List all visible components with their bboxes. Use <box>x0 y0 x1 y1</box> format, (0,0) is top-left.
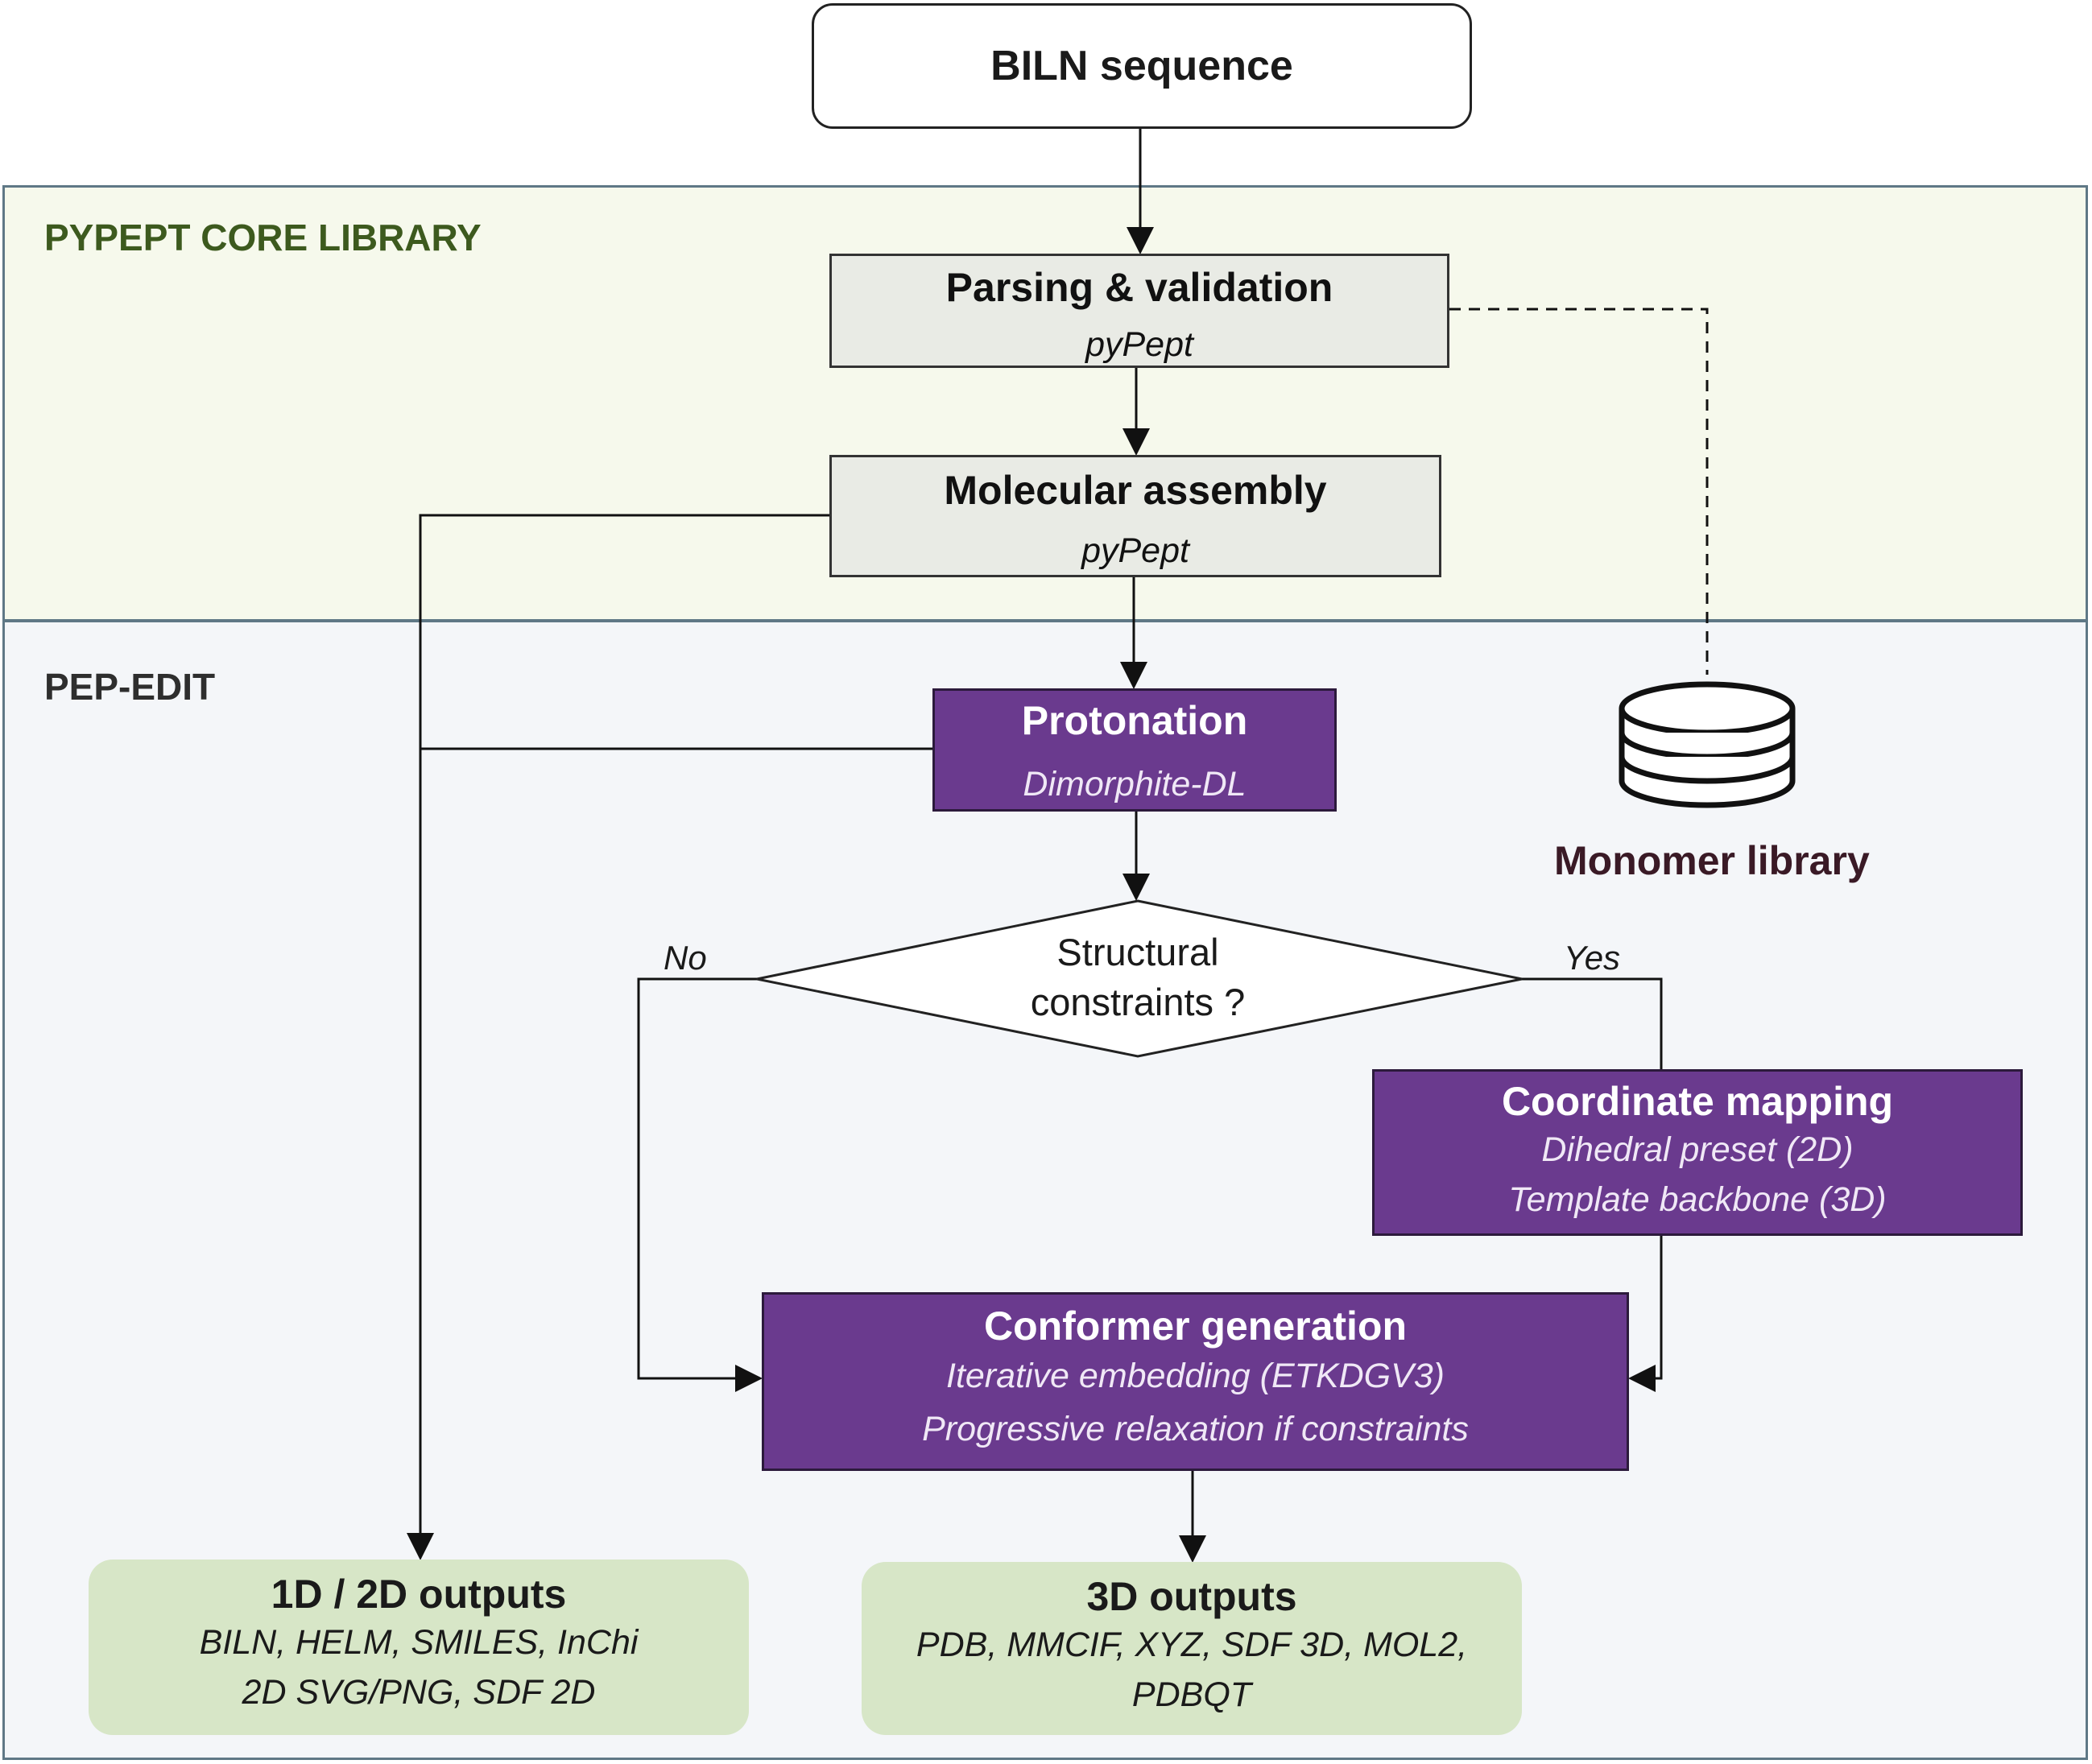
conformer-line2: Progressive relaxation if constraints <box>922 1410 1469 1448</box>
database-icon <box>1619 681 1796 808</box>
decision-line1: Structural <box>1056 931 1219 973</box>
assembly-box: Molecular assembly pyPept <box>829 455 1441 577</box>
outputs-3d-title: 3D outputs <box>1086 1574 1297 1619</box>
dashed-library-link <box>1449 308 1709 675</box>
outputs-3d-line1: PDB, MMCIF, XYZ, SDF 3D, MOL2, <box>916 1626 1468 1664</box>
line-yes-to-coordinate <box>1522 977 1663 1069</box>
arrow-assembly-to-2d-outputs <box>407 514 829 1560</box>
arrow-no-to-conformer <box>637 977 763 1392</box>
outputs-3d-line2: PDBQT <box>1131 1675 1252 1714</box>
protonation-tool: Dimorphite-DL <box>1023 765 1247 804</box>
coordinate-mapping-line2: Template backbone (3D) <box>1508 1180 1887 1219</box>
outputs-2d-box: 1D / 2D outputs BILN, HELM, SMILES, InCh… <box>89 1560 749 1735</box>
protonation-box: Protonation Dimorphite-DL <box>932 688 1337 812</box>
no-label: No <box>664 939 707 977</box>
decision-line2: constraints ? <box>1030 981 1246 1023</box>
arrow-coordinate-to-conformer <box>1628 1236 1663 1392</box>
input-biln-box: BILN sequence <box>812 3 1472 129</box>
coordinate-mapping-title: Coordinate mapping <box>1501 1079 1894 1124</box>
conformer-generation-box: Conformer generation Iterative embedding… <box>762 1292 1629 1471</box>
input-title: BILN sequence <box>990 43 1293 89</box>
decision-diamond <box>756 899 1523 1058</box>
decision-text: Structural constraints ? <box>896 927 1379 1027</box>
parsing-tool: pyPept <box>1085 325 1193 364</box>
conformer-line1: Iterative embedding (ETKDGV3) <box>946 1357 1445 1395</box>
yes-label: Yes <box>1564 939 1621 977</box>
outputs-2d-line2: 2D SVG/PNG, SDF 2D <box>242 1673 596 1712</box>
pep-edit-section-label: PEP-EDIT <box>44 666 216 708</box>
outputs-2d-line1: BILN, HELM, SMILES, InChi <box>199 1623 639 1662</box>
parsing-title: Parsing & validation <box>945 265 1333 310</box>
conformer-title: Conformer generation <box>983 1303 1408 1349</box>
coordinate-mapping-box: Coordinate mapping Dihedral preset (2D) … <box>1372 1069 2023 1236</box>
outputs-3d-box: 3D outputs PDB, MMCIF, XYZ, SDF 3D, MOL2… <box>862 1562 1522 1735</box>
parsing-box: Parsing & validation pyPept <box>829 254 1449 368</box>
protonation-title: Protonation <box>1021 698 1248 743</box>
assembly-title: Molecular assembly <box>944 468 1327 513</box>
core-section-label: PYPEPT CORE LIBRARY <box>44 217 482 258</box>
coordinate-mapping-line1: Dihedral preset (2D) <box>1541 1130 1854 1169</box>
assembly-tool: pyPept <box>1081 531 1189 570</box>
monomer-library-label: Monomer library <box>1554 838 1870 883</box>
outputs-2d-title: 1D / 2D outputs <box>271 1572 567 1617</box>
